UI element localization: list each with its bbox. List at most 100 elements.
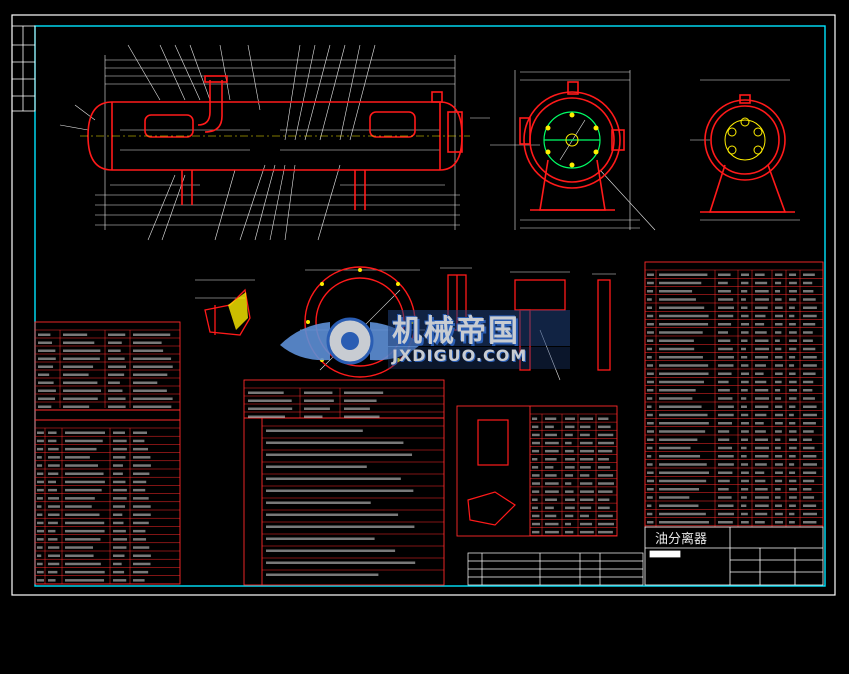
- table-cell-text: [37, 554, 42, 557]
- table-cell-text: [755, 372, 764, 375]
- table-cell-text: [48, 521, 58, 525]
- table-cell-text: [775, 504, 782, 507]
- table-cell-text: [48, 529, 56, 533]
- table-cell-text: [108, 381, 120, 384]
- table-cell-text: [266, 537, 375, 540]
- outer-frame: [11, 14, 836, 596]
- table-cell-text: [755, 306, 768, 309]
- table-cell-text: [741, 389, 748, 392]
- table-cell-text: [659, 438, 698, 441]
- table-cell-text: [755, 405, 769, 408]
- watermark-company-name: 机械帝国: [392, 314, 520, 349]
- table-cell-text: [803, 405, 817, 408]
- table-cell-text: [775, 314, 783, 318]
- table-cell-text: [133, 447, 149, 451]
- table-cell-text: [659, 521, 709, 524]
- table-cell-text: [38, 381, 54, 384]
- table-cell-text: [741, 413, 749, 417]
- table-cell-text: [789, 521, 795, 524]
- table-cell-text: [48, 480, 56, 484]
- table-cell-text: [304, 391, 333, 394]
- table-cell-text: [755, 331, 767, 334]
- table-cell-text: [775, 281, 782, 285]
- table-cell-text: [565, 498, 575, 501]
- table-cell-text: [113, 456, 126, 459]
- table-cell-text: [113, 505, 126, 508]
- table-cell-text: [755, 290, 769, 293]
- table-cell-text: [755, 488, 768, 491]
- table-cell-text: [775, 438, 781, 441]
- table-cell-text: [113, 562, 122, 566]
- table-cell-text: [63, 349, 101, 352]
- table-cell-text: [65, 480, 105, 484]
- table-cell-text: [113, 497, 127, 500]
- table-cell-text: [718, 405, 734, 408]
- table-cell-text: [48, 562, 60, 566]
- table-cell-text: [659, 380, 704, 384]
- table-cell-text: [248, 407, 293, 410]
- table-cell-text: [718, 372, 732, 375]
- table-cell-text: [647, 372, 654, 375]
- table-cell-text: [266, 501, 371, 504]
- table-cell-text: [755, 298, 769, 301]
- table-cell-text: [580, 506, 592, 510]
- table-cell-text: [741, 455, 747, 458]
- table-cell-text: [647, 298, 652, 301]
- table-cell-text: [37, 431, 44, 434]
- table-cell-text: [532, 514, 540, 518]
- table-cell-text: [48, 538, 58, 541]
- table-cell-text: [659, 339, 694, 342]
- vessel-end-view-a: [490, 70, 656, 231]
- table-cell-text: [108, 405, 126, 408]
- table-cell-text: [803, 364, 817, 367]
- table-cell-text: [532, 433, 540, 437]
- table-cell-text: [133, 570, 149, 574]
- title-block: [644, 526, 824, 586]
- table-cell-text: [659, 389, 696, 392]
- table-cell-text: [775, 397, 782, 400]
- table-cell-text: [63, 333, 88, 336]
- table-cell-text: [803, 496, 815, 499]
- spec-table-text: [37, 333, 173, 582]
- table-cell-text: [803, 339, 813, 342]
- table-cell-text: [113, 472, 123, 475]
- table-cell-text: [133, 497, 149, 500]
- table-cell-text: [37, 521, 44, 525]
- table-cell-text: [65, 505, 92, 508]
- table-cell-text: [108, 373, 125, 376]
- table-cell-text: [789, 372, 796, 375]
- table-cell-text: [37, 497, 43, 500]
- table-cell-text: [775, 323, 783, 326]
- table-cell-text: [789, 405, 796, 408]
- table-cell-text: [741, 438, 748, 441]
- nozzle-table: [456, 405, 618, 537]
- table-cell-text: [741, 479, 749, 483]
- table-cell-text: [37, 488, 44, 492]
- table-cell-text: [718, 339, 731, 342]
- table-cell-text: [741, 314, 749, 318]
- table-cell-text: [38, 405, 52, 408]
- table-cell-text: [248, 399, 292, 402]
- table-cell-text: [803, 331, 813, 334]
- table-cell-text: [741, 372, 749, 375]
- table-cell-text: [545, 482, 559, 485]
- table-cell-text: [113, 480, 126, 484]
- table-cell-text: [266, 465, 367, 468]
- table-cell-text: [789, 446, 797, 450]
- table-cell-text: [647, 397, 653, 400]
- table-cell-text: [718, 314, 734, 318]
- table-cell-text: [775, 339, 780, 342]
- table-cell-text: [718, 323, 732, 326]
- table-cell-text: [741, 521, 749, 524]
- table-cell-text: [545, 433, 557, 437]
- table-cell-text: [598, 530, 613, 534]
- table-cell-text: [789, 430, 797, 433]
- table-cell-text: [113, 488, 127, 492]
- table-cell-text: [37, 562, 43, 566]
- table-cell-text: [532, 530, 540, 534]
- table-cell-text: [63, 357, 100, 360]
- table-cell-text: [803, 463, 817, 466]
- table-cell-text: [248, 415, 285, 418]
- table-cell-text: [647, 430, 654, 433]
- table-cell-text: [659, 290, 693, 293]
